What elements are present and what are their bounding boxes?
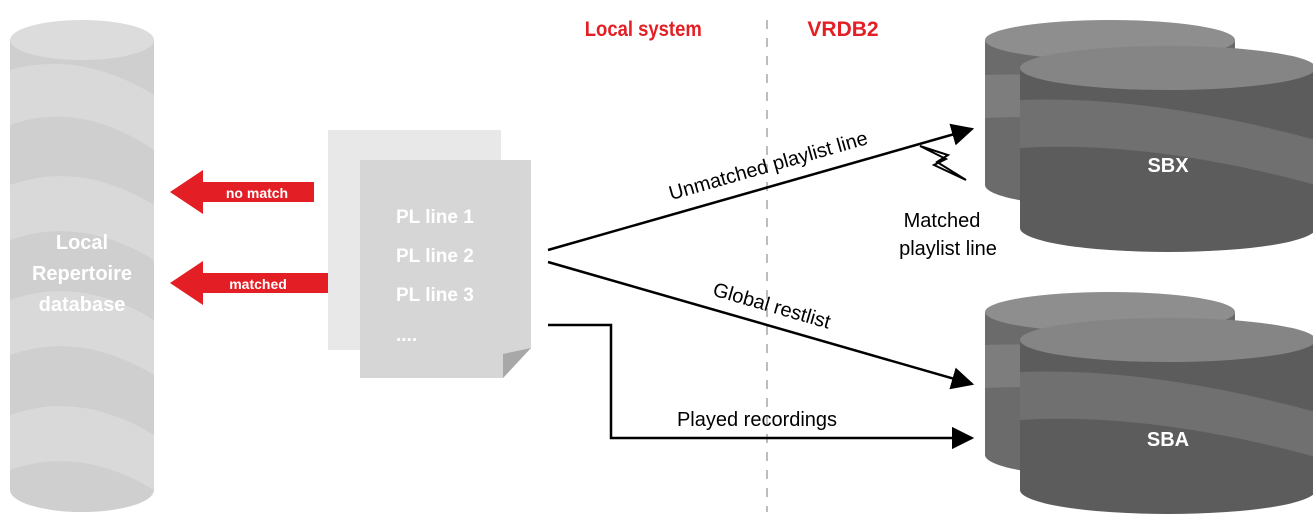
matched-arrow: matched [170, 261, 340, 305]
pl-line-3: PL line 3 [396, 285, 474, 306]
sbx-label: SBX [1147, 155, 1189, 177]
pl-line-ellipsis: .... [396, 325, 417, 346]
local-repertoire-database: Local Repertoire database [10, 20, 154, 512]
matched-label: matched [229, 276, 287, 292]
no-match-label: no match [226, 185, 288, 201]
matched-playlist-line-label-2: playlist line [899, 238, 997, 260]
page-fold [503, 348, 531, 378]
playlist-document-stack: PL line 1 PL line 2 PL line 3 .... [328, 130, 531, 378]
local-system-label: Local system [585, 18, 702, 41]
playlist-document-front [360, 160, 531, 378]
sbx-database: SBX [985, 20, 1313, 252]
sba-database: SBA [985, 292, 1313, 514]
lightning-bolt-icon [919, 145, 967, 181]
no-match-arrow: no match [170, 170, 314, 214]
global-restlist-flow-arrow [547, 260, 975, 390]
played-recordings-flow-arrow [548, 323, 975, 450]
played-recordings-label: Played recordings [677, 409, 837, 431]
local-db-label-line2: Repertoire [32, 263, 132, 285]
unmatched-flow-arrow [547, 123, 975, 252]
sba-label: SBA [1147, 429, 1189, 451]
local-db-label-line3: database [39, 294, 126, 316]
pl-line-1: PL line 1 [396, 207, 474, 228]
vrdb2-label: VRDB2 [807, 18, 878, 41]
pl-line-2: PL line 2 [396, 246, 474, 267]
matched-playlist-line-label-1: Matched [904, 210, 981, 232]
local-db-label-line1: Local [56, 232, 108, 254]
